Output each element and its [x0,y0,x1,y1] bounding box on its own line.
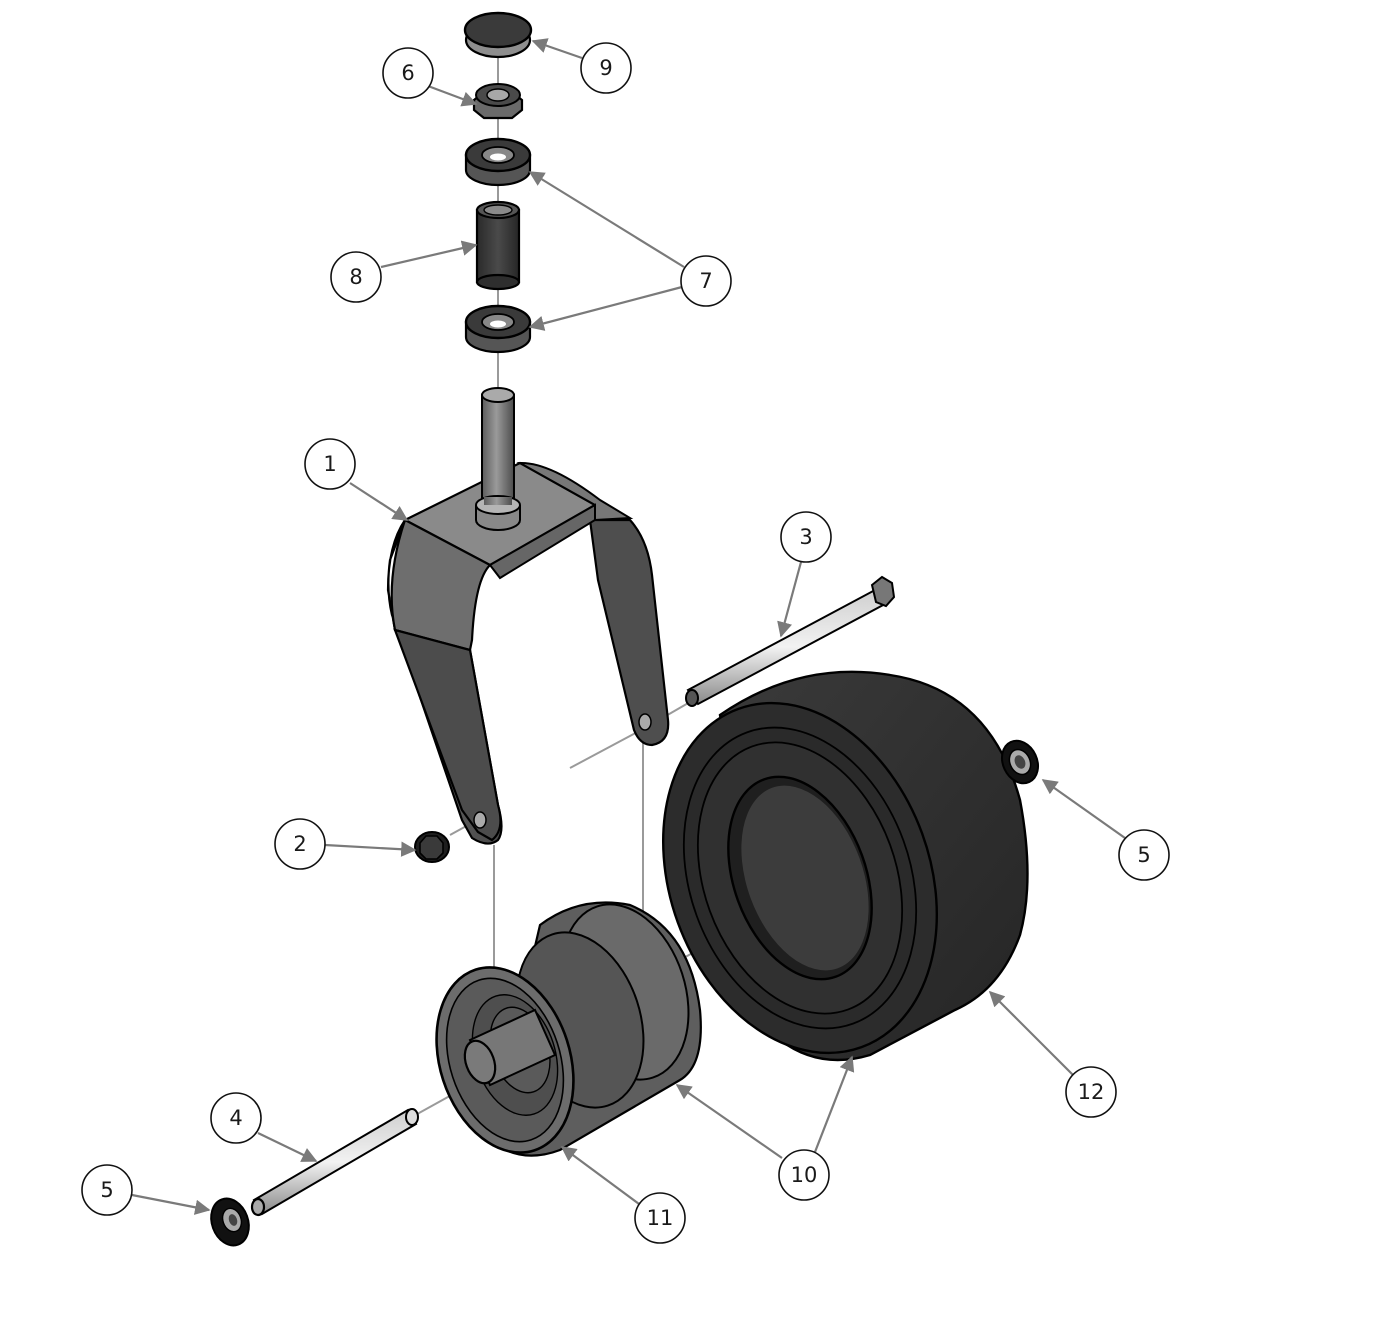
callout-6: 6 [382,47,434,99]
part-bearing-right[interactable] [995,735,1044,789]
callout-2-label: 2 [293,832,306,856]
callout-7: 7 [680,255,732,307]
callout-5-right-label: 5 [1137,843,1150,867]
callout-12: 12 [1065,1066,1117,1118]
callout-4-label: 4 [229,1106,242,1130]
callout-11: 11 [634,1192,686,1244]
callout-9: 9 [580,42,632,94]
part-rim[interactable] [414,888,710,1171]
leader-lines [131,38,1126,1215]
part-bearing-left[interactable] [205,1193,255,1250]
callout-6-label: 6 [401,61,414,85]
part-flange-nut[interactable] [414,831,450,863]
callout-3-label: 3 [799,525,812,549]
callout-9-label: 9 [599,56,612,80]
callout-8-label: 8 [349,265,362,289]
callout-2: 2 [274,818,326,870]
callout-5-left-label: 5 [100,1178,113,1202]
part-hex-bolt[interactable] [685,575,896,707]
callout-5-left: 5 [81,1164,133,1216]
callout-10: 10 [778,1149,830,1201]
part-bearing-lower[interactable] [464,304,532,354]
callout-7-label: 7 [699,269,712,293]
callout-4: 4 [210,1092,262,1144]
callout-1: 1 [304,438,356,490]
callout-1-label: 1 [323,452,336,476]
callout-12-label: 12 [1078,1080,1105,1104]
callout-10-label: 10 [791,1163,818,1187]
part-bearing-upper[interactable] [464,137,532,187]
part-fork[interactable] [386,387,670,845]
part-tire[interactable] [616,664,1029,1091]
callout-11-label: 11 [647,1206,674,1230]
part-spacer-sleeve[interactable] [475,200,521,291]
part-dust-cap[interactable] [463,11,533,59]
callout-5-right: 5 [1118,829,1170,881]
part-axle-tube[interactable] [250,1108,419,1217]
part-lock-nut[interactable] [472,83,524,120]
callout-8: 8 [330,251,382,303]
callout-3: 3 [780,511,832,563]
